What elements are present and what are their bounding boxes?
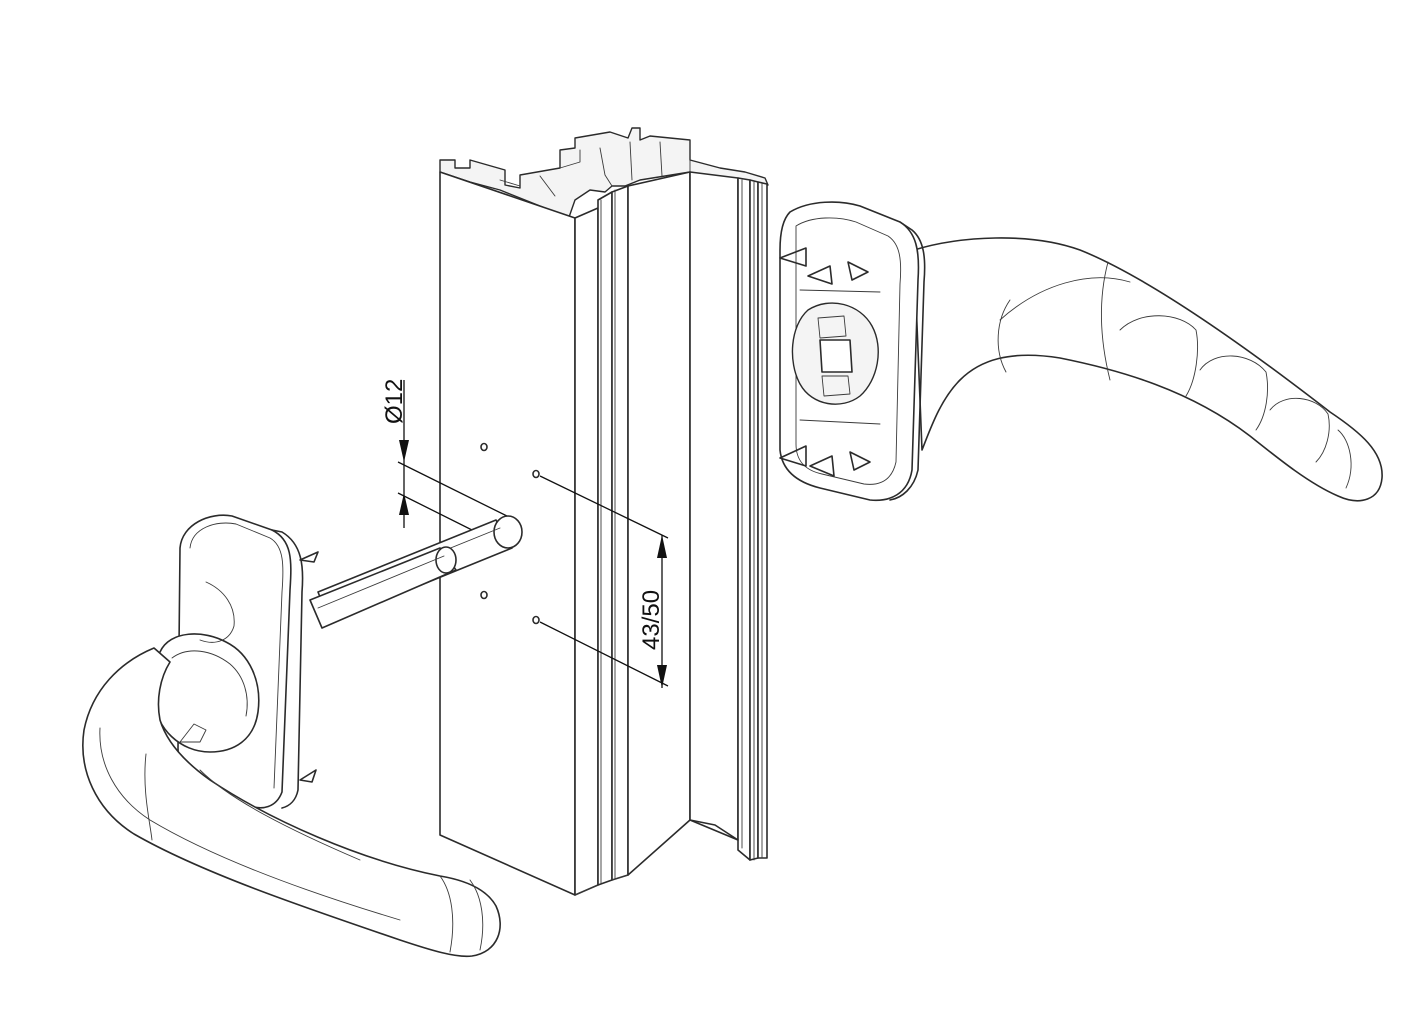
window-frame-profile (439, 127, 769, 896)
screw-spacing-label: 43/50 (638, 590, 665, 650)
lever-arm (82, 647, 501, 958)
dimension-arrow (657, 665, 667, 688)
right-handle (779, 201, 1383, 502)
mounting-hole (532, 469, 540, 479)
hole-diameter-label: Ø12 (381, 379, 408, 424)
spacing-dimension: 43/50 (539, 475, 669, 688)
dimension-arrow (399, 440, 409, 462)
lever-arm (913, 237, 1383, 502)
dimension-arrow (657, 535, 667, 558)
mounting-hole (532, 615, 540, 625)
diameter-dimension: Ø12 (381, 379, 516, 539)
spindle (309, 515, 523, 629)
mounting-hole (480, 590, 488, 600)
dimension-arrow (399, 493, 409, 515)
mounting-hole (480, 442, 488, 452)
left-handle (82, 514, 501, 958)
